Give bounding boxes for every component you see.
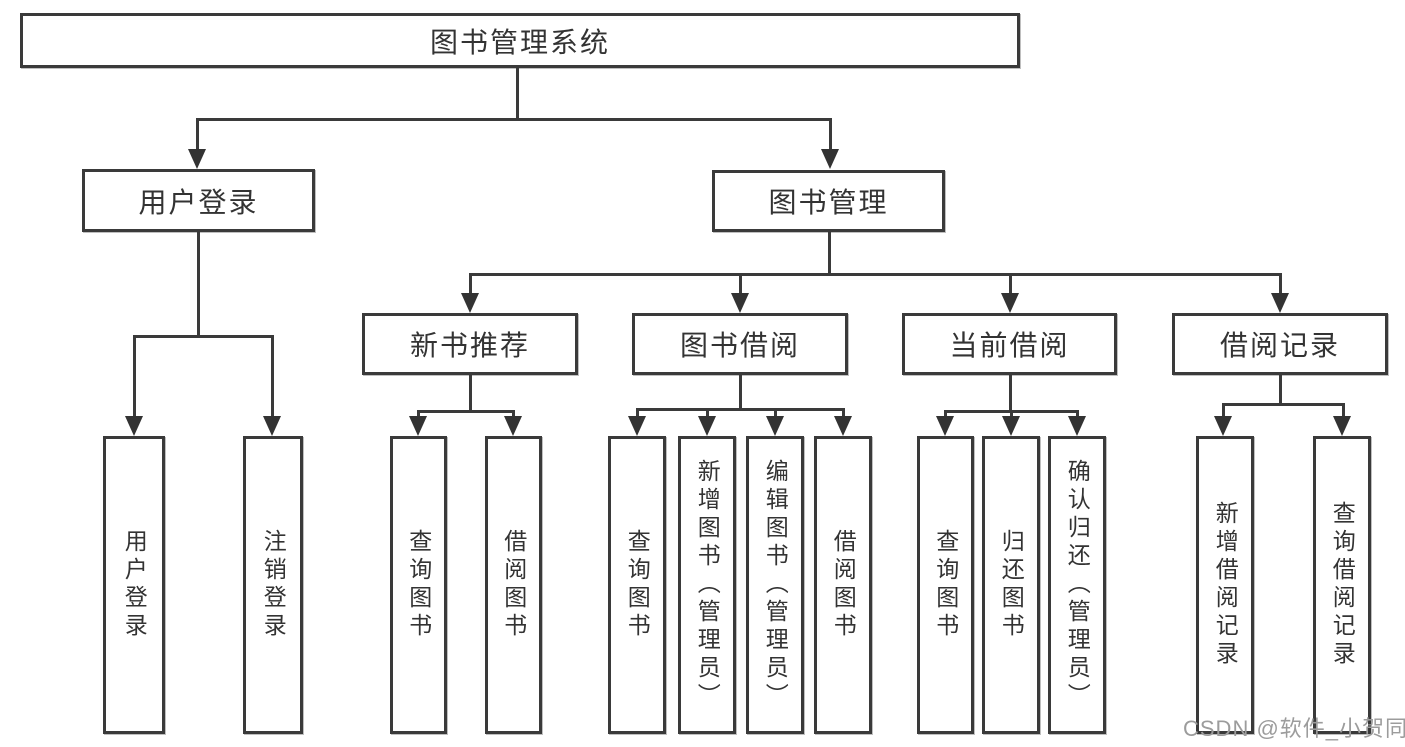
arrow-down-icon — [698, 416, 716, 436]
node-label: 查询图书 — [405, 529, 432, 641]
csdn-watermark: CSDN @软件_小贺同学 — [1183, 716, 1405, 741]
leaf-user-login: 用户登录 — [103, 436, 165, 734]
node-label: 确认归还（管理员） — [1064, 459, 1091, 711]
connector-line — [1221, 403, 1225, 416]
connector-line — [943, 410, 947, 416]
connector-line — [1008, 375, 1012, 410]
node-label: 当前借阅 — [949, 330, 1070, 361]
node-label: 查询图书 — [624, 529, 651, 641]
connector-line — [416, 410, 515, 413]
arrow-down-icon — [1068, 416, 1086, 436]
node-label: 查询借阅记录 — [1329, 501, 1356, 669]
arrow-down-icon — [936, 416, 954, 436]
arrow-down-icon — [1002, 416, 1020, 436]
node-label: 图书借阅 — [679, 330, 800, 361]
connector-line — [515, 68, 519, 118]
connector-line — [132, 335, 274, 338]
leaf-borrow-book: 借阅图书 — [814, 436, 872, 734]
arrow-down-icon — [821, 149, 839, 169]
arrow-down-icon — [263, 416, 281, 436]
arrow-down-icon — [1001, 293, 1019, 313]
connector-line — [132, 335, 136, 416]
node-label: 新书推荐 — [409, 330, 530, 361]
connector-line — [635, 408, 845, 411]
node-label: 编辑图书（管理员） — [762, 459, 789, 711]
leaf-edit-book-admin: 编辑图书（管理员） — [746, 436, 804, 734]
leaf-query-book-borrow: 查询图书 — [608, 436, 666, 734]
connector-line — [468, 375, 472, 410]
connector-line — [1009, 410, 1013, 416]
arrow-down-icon — [188, 149, 206, 169]
connector-line — [468, 273, 1282, 276]
arrow-down-icon — [834, 416, 852, 436]
arrow-down-icon — [1271, 293, 1289, 313]
leaf-logout: 注销登录 — [243, 436, 303, 734]
leaf-query-book-current: 查询图书 — [917, 436, 974, 734]
connector-line — [841, 408, 845, 416]
connector-line — [1278, 273, 1282, 293]
arrow-down-icon — [731, 293, 749, 313]
connector-line — [738, 273, 742, 293]
connector-line — [1341, 403, 1345, 416]
arrow-down-icon — [1214, 416, 1232, 436]
connector-line — [828, 118, 832, 149]
connector-line — [827, 232, 831, 273]
node-label: 用户登录 — [121, 529, 148, 641]
connector-line — [738, 375, 742, 408]
connector-line — [635, 408, 639, 416]
leaf-borrow-book-recommend: 借阅图书 — [485, 436, 542, 734]
node-label: 查询图书 — [932, 529, 959, 641]
arrow-down-icon — [628, 416, 646, 436]
node-current-borrow: 当前借阅 — [902, 313, 1117, 375]
connector-line — [270, 335, 274, 416]
node-label: 新增图书（管理员） — [694, 459, 721, 711]
connector-line — [1278, 375, 1282, 403]
node-label: 注销登录 — [260, 529, 287, 641]
node-label: 归还图书 — [998, 529, 1025, 641]
connector-line — [416, 410, 420, 416]
leaf-query-book-recommend: 查询图书 — [390, 436, 447, 734]
arrow-down-icon — [125, 416, 143, 436]
connector-line — [195, 118, 832, 121]
node-label: 借阅记录 — [1219, 330, 1340, 361]
arrow-down-icon — [504, 416, 522, 436]
node-user-login: 用户登录 — [82, 169, 315, 232]
node-label: 用户登录 — [138, 186, 259, 218]
connector-line — [196, 232, 200, 335]
node-label: 图书管理 — [768, 187, 889, 218]
connector-line — [1008, 273, 1012, 293]
arrow-down-icon — [766, 416, 784, 436]
connector-line — [1075, 410, 1079, 416]
node-borrow-record: 借阅记录 — [1172, 313, 1388, 375]
leaf-add-book-admin: 新增图书（管理员） — [678, 436, 736, 734]
leaf-confirm-return-admin: 确认归还（管理员） — [1048, 436, 1106, 734]
connector-line — [773, 408, 777, 416]
arrow-down-icon — [461, 293, 479, 313]
node-root-library-system: 图书管理系统 — [20, 13, 1020, 68]
node-book-borrow: 图书借阅 — [632, 313, 848, 375]
connector-line — [705, 408, 709, 416]
arrow-down-icon — [409, 416, 427, 436]
node-label: 借阅图书 — [500, 529, 527, 641]
leaf-return-book: 归还图书 — [982, 436, 1040, 734]
leaf-add-borrow-record: 新增借阅记录 — [1196, 436, 1254, 734]
leaf-query-borrow-record: 查询借阅记录 — [1313, 436, 1371, 734]
arrow-down-icon — [1333, 416, 1351, 436]
node-label: 借阅图书 — [830, 529, 857, 641]
connector-line — [511, 410, 515, 416]
node-label: 新增借阅记录 — [1212, 501, 1239, 669]
node-book-management: 图书管理 — [712, 170, 945, 232]
connector-line — [195, 118, 199, 149]
node-label: 图书管理系统 — [429, 26, 610, 58]
node-new-book-recommend: 新书推荐 — [362, 313, 578, 375]
connector-line — [468, 273, 472, 293]
connector-line — [1221, 403, 1344, 406]
